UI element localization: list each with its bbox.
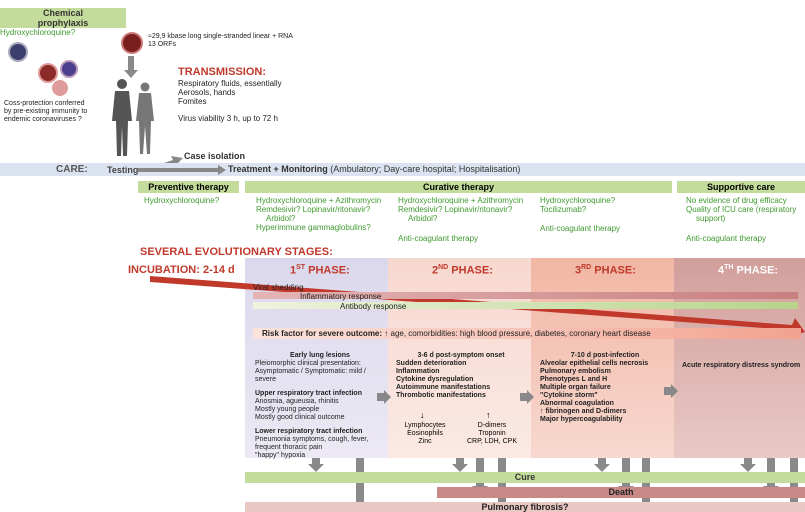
antibody-label: Antibody response bbox=[340, 302, 407, 311]
stages-title: SEVERAL EVOLUTIONARY STAGES: bbox=[140, 246, 333, 258]
phase2-details: 3-6 d post-symptom onset Sudden deterior… bbox=[396, 352, 505, 399]
virus-arrow-head bbox=[124, 70, 138, 78]
phase1-to-2-arrow bbox=[377, 390, 391, 404]
pulmonary-fibrosis-bar: Pulmonary fibrosis? bbox=[245, 502, 805, 512]
phase4-details: Acute respiratory distress syndrom bbox=[682, 362, 801, 369]
human-figures-icon bbox=[112, 79, 154, 156]
supportive-care-header: Supportive care bbox=[677, 181, 805, 193]
testing-label: Testing bbox=[107, 165, 139, 175]
virus-icon-2 bbox=[40, 65, 56, 81]
care-bar bbox=[0, 163, 805, 176]
phase4-label: 4TH PHASE: bbox=[718, 264, 779, 277]
antibody-bar bbox=[253, 302, 798, 309]
curative-col3-anticoag: Anti-coagulant therapy bbox=[540, 224, 621, 233]
inflammatory-label: Inflammatory response bbox=[300, 292, 382, 301]
risk-bar bbox=[253, 328, 801, 339]
virus-icon-4 bbox=[52, 80, 68, 96]
transmission-title: TRANSMISSION: bbox=[178, 66, 266, 78]
testing-arrow bbox=[138, 168, 220, 172]
case-isolation-label: Case isolation bbox=[184, 151, 246, 161]
phase3-label: 3RD PHASE: bbox=[575, 264, 636, 277]
incubation-label: INCUBATION: 2-14 d bbox=[128, 264, 235, 276]
cure-bar: Cure bbox=[245, 472, 805, 483]
viral-shedding-label: Viral shedding bbox=[253, 283, 304, 292]
care-label: CARE: bbox=[56, 164, 88, 175]
phase1-label: 1ST PHASE: bbox=[290, 264, 350, 277]
down-arrow-icon: ↓ bbox=[420, 410, 425, 420]
up-arrow-icon: ↑ bbox=[486, 410, 491, 420]
curative-therapy-header: Curative therapy bbox=[245, 181, 672, 193]
phase2-to-3-arrow bbox=[520, 390, 534, 404]
phase3-background bbox=[531, 258, 674, 458]
virus-particle-icon bbox=[123, 34, 141, 52]
treatment-label: Treatment + Monitoring (Ambulatory; Day-… bbox=[228, 164, 521, 174]
virus-genome-text: ≈29,9 kbase long single-stranded linear … bbox=[148, 33, 293, 48]
phase2-background bbox=[388, 258, 531, 458]
disease-progression-arrow bbox=[150, 276, 805, 338]
phase1-details: Early lung lesions Pleiomorphic clinical… bbox=[255, 352, 369, 459]
testing-arrow-head bbox=[218, 165, 226, 175]
phase3-details: 7-10 d post-infection Alveolar epithelia… bbox=[540, 352, 649, 423]
chemical-prophylaxis-box bbox=[0, 8, 126, 28]
phase4-background bbox=[674, 258, 805, 458]
curative-col3: Hydroxychloroquine?Tocilizumab? bbox=[540, 196, 616, 214]
risk-text: Risk factor for severe outcome: ↑ age, c… bbox=[262, 329, 651, 338]
curative-col2-anticoag: Anti-coagulant therapy bbox=[398, 234, 479, 243]
virus-arrow-stem bbox=[128, 56, 134, 70]
chemical-prophylaxis-drug: Hydroxychloroquine? bbox=[0, 28, 76, 37]
virus-icon-1 bbox=[10, 44, 26, 60]
inflammatory-bar bbox=[253, 292, 798, 299]
preventive-therapy-item: Hydroxychloroquine? bbox=[144, 196, 220, 205]
phase3-to-4-arrow bbox=[664, 384, 678, 398]
virus-icon-3 bbox=[62, 62, 76, 76]
phase2-label: 2ND PHASE: bbox=[432, 264, 493, 277]
death-bar: Death bbox=[437, 487, 805, 498]
preventive-therapy-header: Preventive therapy bbox=[138, 181, 239, 193]
supportive-anticoag: Anti-coagulant therapy bbox=[686, 234, 767, 243]
